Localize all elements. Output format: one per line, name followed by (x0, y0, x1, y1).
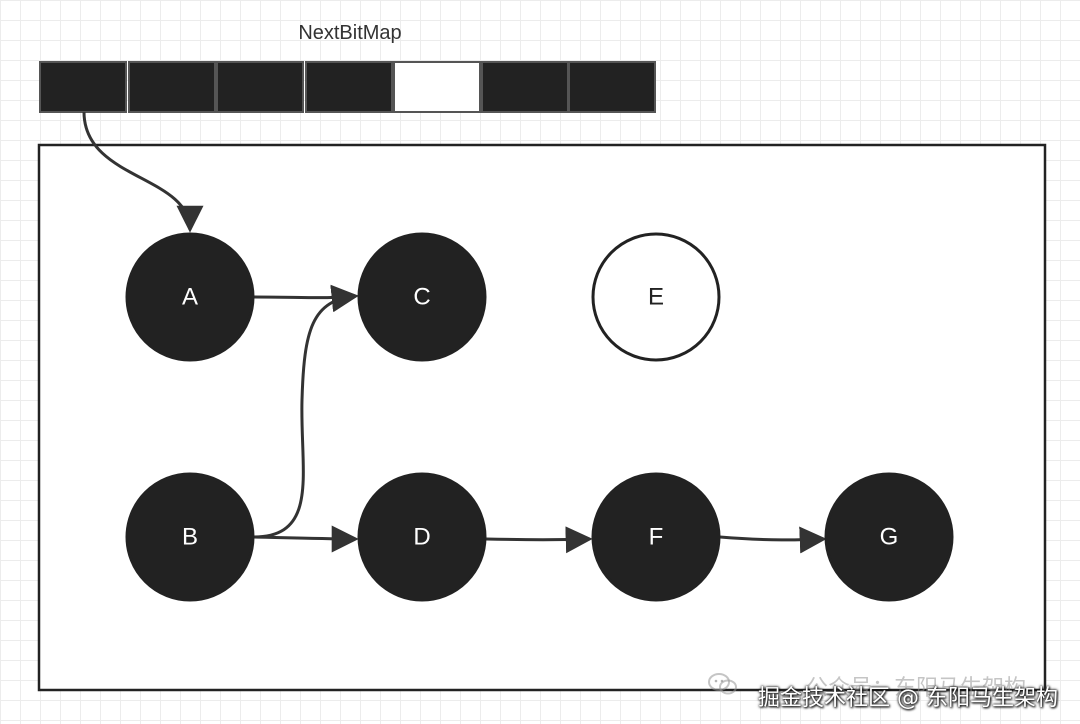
node-label-g: G (880, 524, 899, 551)
node-circle-e (591, 232, 721, 362)
node-label-a: A (182, 284, 198, 311)
node-d: D (357, 472, 487, 602)
wechat-icon (708, 673, 737, 695)
edge-b-to-c (253, 284, 359, 539)
bitmap-strip (39, 61, 656, 113)
bitmap-cell-0 (39, 61, 127, 113)
node-circle-f (591, 472, 721, 602)
node-circle-a (125, 232, 255, 362)
bitmap-cell-1 (128, 61, 216, 113)
node-label-e: E (648, 284, 664, 311)
bitmap-title: NextBitMap (298, 22, 402, 44)
bitmap-cell-2 (216, 61, 304, 113)
bitmap-cell-4 (393, 61, 481, 113)
node-label-d: D (413, 524, 430, 551)
node-e: E (591, 232, 721, 362)
node-circle-c (357, 232, 487, 362)
edge-d-to-f (485, 526, 593, 554)
node-b: B (125, 472, 255, 602)
node-g: G (824, 472, 954, 602)
bitmap-cell-5 (481, 61, 569, 113)
edge-b-to-d (253, 525, 359, 553)
edge-f-to-g (719, 526, 827, 554)
watermark-juejin-account: 掘金技术社区 @ 东阳马生架构 (758, 686, 1058, 711)
node-circle-g (824, 472, 954, 602)
edge-bitmap-cell-0-to-a (82, 111, 204, 233)
nodes-layer: A B C D E F G (125, 232, 954, 602)
edges-layer (82, 111, 827, 554)
node-a: A (125, 232, 255, 362)
node-circle-d (357, 472, 487, 602)
node-f: F (591, 472, 721, 602)
watermark-wechat-account: 公众号：东阳马生架构 (805, 676, 1026, 701)
node-label-c: C (413, 284, 430, 311)
node-circle-b (125, 472, 255, 602)
node-c: C (357, 232, 487, 362)
node-label-b: B (182, 524, 198, 551)
node-label-f: F (649, 524, 664, 551)
bitmap-cell-3 (305, 61, 393, 113)
bitmap-cell-6 (568, 61, 656, 113)
